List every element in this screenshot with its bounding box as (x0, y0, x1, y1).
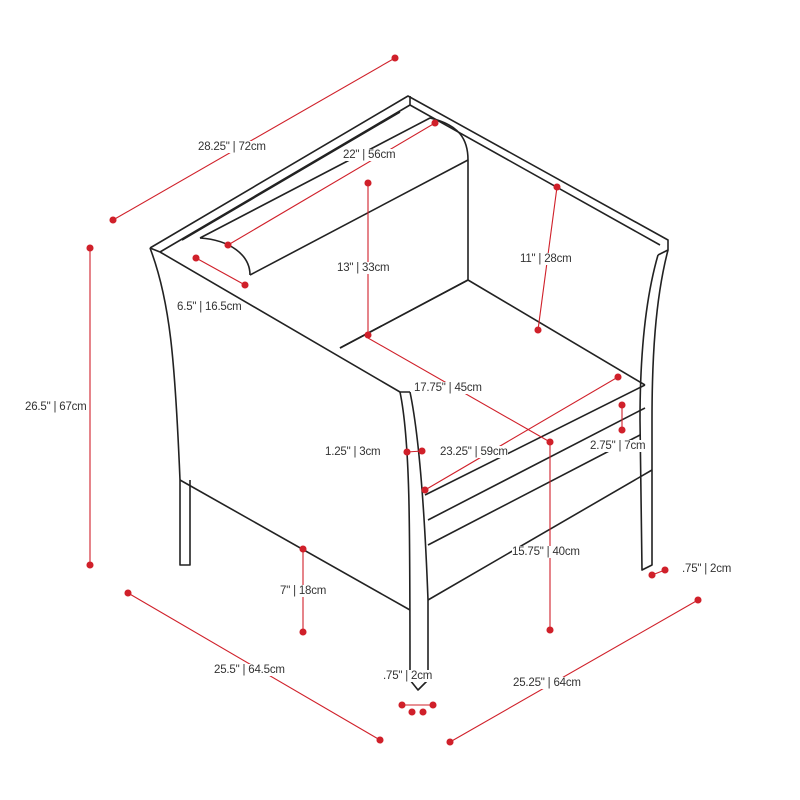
dimension-label: 15.75" | 40cm (512, 546, 580, 558)
dimension-label: .75" | 2cm (383, 670, 433, 682)
dimension-label: 25.25" | 64cm (513, 677, 581, 689)
dimension-label: 11" | 28cm (520, 253, 572, 265)
dimension-label: 26.5" | 67cm (25, 401, 87, 413)
dimension-label: 22" | 56cm (343, 149, 396, 161)
dimension-label: 25.5" | 64.5cm (214, 664, 285, 676)
dimension-label: 6.5" | 16.5cm (177, 301, 242, 313)
dimension-label: 28.25" | 72cm (198, 141, 266, 153)
dimension-label: 7" | 18cm (280, 585, 327, 597)
dimension-endpoints (86, 54, 702, 746)
dimension-label: 17.75" | 45cm (414, 382, 482, 394)
dimension-label: 23.25" | 59cm (440, 446, 508, 458)
dimension-label: 1.25" | 3cm (325, 446, 381, 458)
dimension-label: 2.75" | 7cm (590, 440, 646, 452)
dimension-label: 13" | 33cm (337, 262, 390, 274)
dimension-label: .75" | 2cm (682, 563, 732, 575)
